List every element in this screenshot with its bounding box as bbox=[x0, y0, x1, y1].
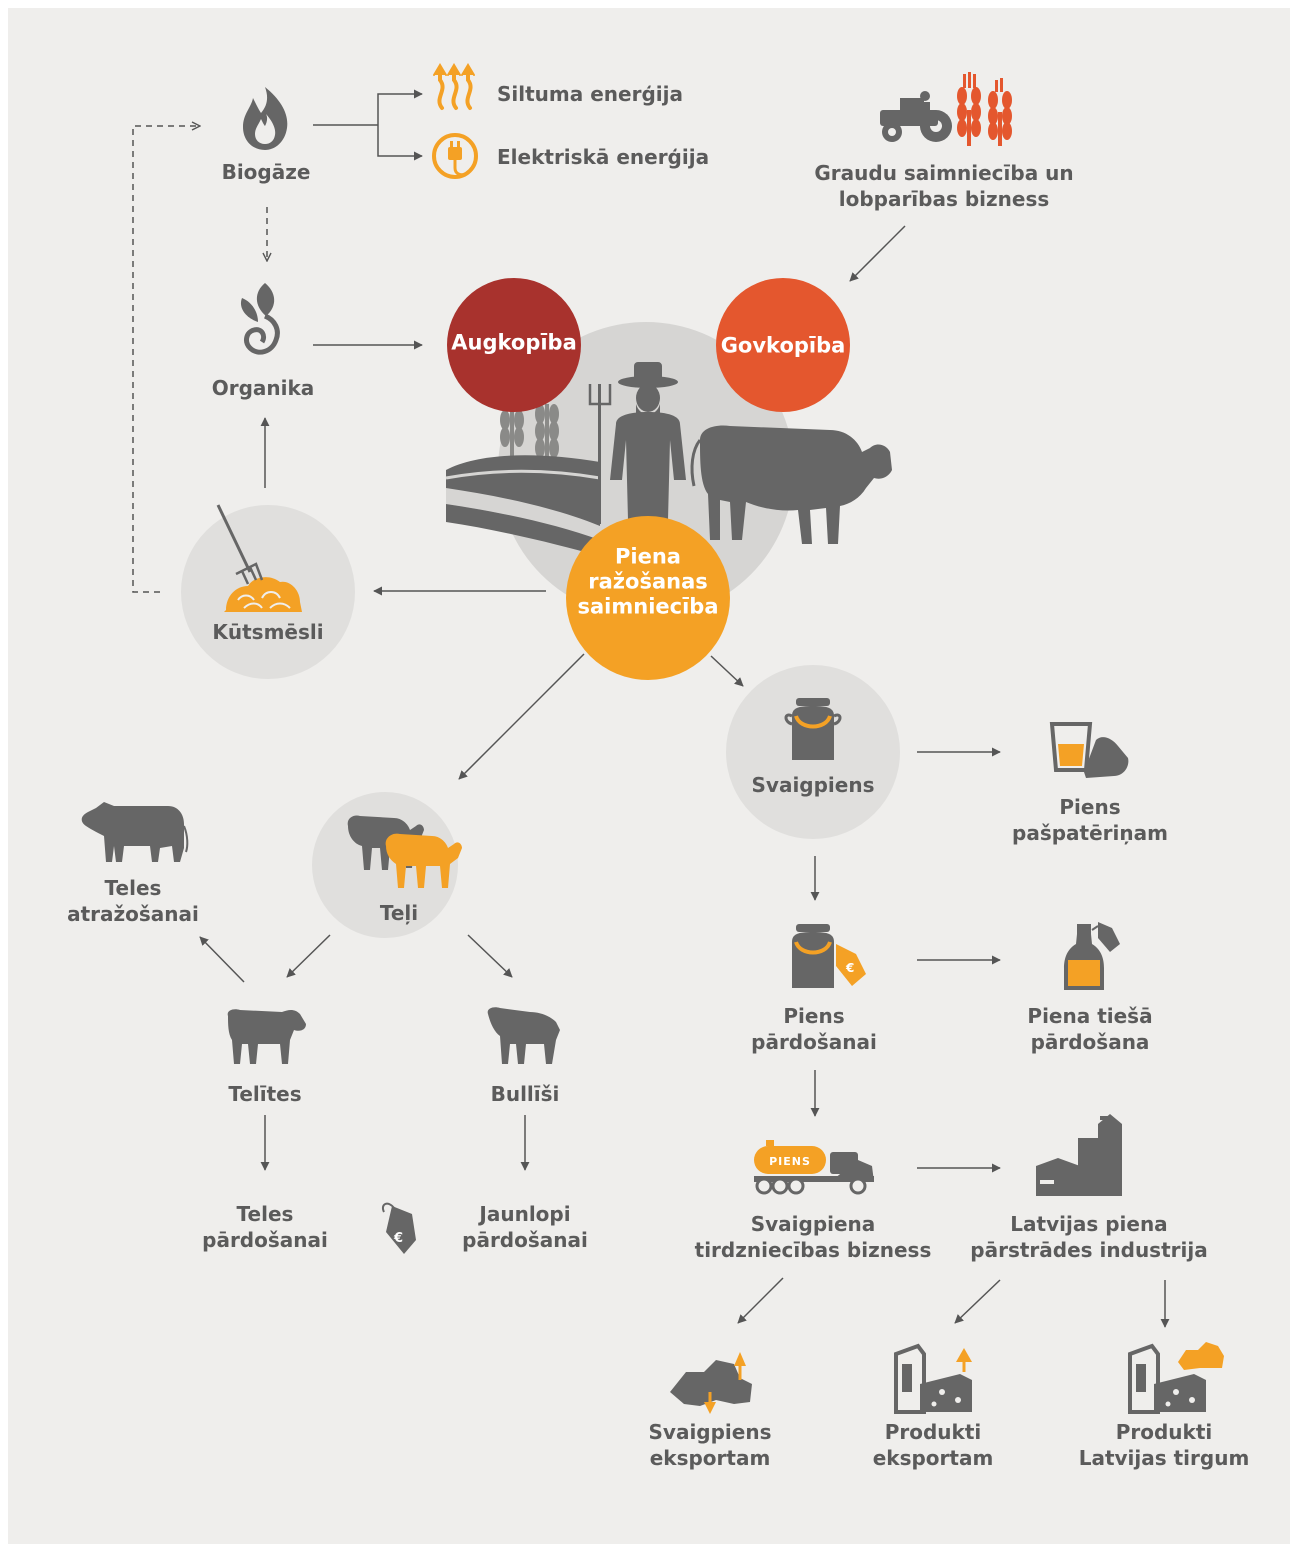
breeding-cow-icon bbox=[81, 802, 189, 862]
manure-pile-icon bbox=[216, 504, 302, 612]
arrow-to-electric bbox=[377, 125, 423, 161]
arrow-to-heat bbox=[377, 89, 423, 125]
connectors bbox=[132, 89, 1170, 1328]
crop-hub-circle bbox=[447, 278, 581, 412]
bulls-label: Bullīši bbox=[490, 1082, 560, 1106]
cattle-hub-circle bbox=[716, 278, 850, 412]
diagram-panel: € PIENS bbox=[8, 8, 1290, 1544]
factory-icon bbox=[1036, 1114, 1122, 1196]
dairy-farm-hub-circle bbox=[566, 516, 730, 680]
plug-icon bbox=[432, 133, 478, 179]
biogas-label: Biogāze bbox=[221, 160, 311, 184]
milk-can-icon bbox=[784, 698, 842, 760]
heifer-icon bbox=[227, 1009, 306, 1064]
milk-bottle-icon bbox=[1064, 922, 1120, 990]
organic-label: Organika bbox=[211, 376, 315, 400]
milk-truck-icon: PIENS bbox=[754, 1140, 874, 1195]
arrow-industry-to-productexport bbox=[954, 1279, 1001, 1324]
products-local-icon bbox=[1128, 1342, 1224, 1414]
field-wheat-icon bbox=[500, 404, 559, 470]
arrow-calves-to-heifers bbox=[286, 934, 331, 978]
wheat-icon bbox=[957, 72, 1012, 146]
latvia-map-export-icon bbox=[670, 1352, 752, 1414]
calves-icon bbox=[347, 815, 462, 888]
arrow-grain-to-cattle bbox=[849, 225, 906, 282]
truck-label: PIENS bbox=[769, 1155, 811, 1168]
sprout-icon bbox=[240, 283, 280, 355]
manure-label: Kūtsmēsli bbox=[212, 620, 324, 644]
heat-icon bbox=[433, 63, 475, 110]
bull-calf-icon bbox=[487, 1007, 560, 1064]
fields-icon bbox=[445, 455, 601, 556]
svg-text:€: € bbox=[845, 961, 854, 975]
heifers-label: Telītes bbox=[228, 1082, 302, 1106]
svg-text:€: € bbox=[393, 1231, 403, 1246]
diagram-canvas: € PIENS bbox=[81, 63, 1224, 1414]
electric-energy-label: Elektriskā enerģija bbox=[497, 145, 710, 169]
raw-milk-label: Svaigpiens bbox=[751, 773, 875, 797]
dashed-manure-to-biogas bbox=[132, 126, 200, 593]
arrow-farm-to-rawmilk bbox=[710, 655, 744, 687]
arrow-calves-to-bulls bbox=[467, 934, 513, 978]
flame-icon bbox=[243, 87, 288, 150]
milk-glass-hand-icon bbox=[1049, 722, 1129, 778]
arrow-trade-to-rawexport bbox=[737, 1277, 784, 1324]
tractor-icon bbox=[880, 91, 952, 142]
milk-can-tag-icon: € bbox=[792, 924, 866, 988]
heat-energy-label: Siltuma enerģija bbox=[497, 82, 683, 106]
dairy-cow-icon bbox=[690, 425, 892, 544]
cattle-hub-label: Govkopība bbox=[720, 333, 846, 358]
crop-hub-label: Augkopība bbox=[451, 330, 577, 355]
arrow-farm-to-calves bbox=[458, 653, 585, 780]
euro-price-tag-icon: € bbox=[382, 1202, 416, 1254]
arrow-heifers-to-breeding bbox=[199, 936, 245, 983]
calves-label: Teļi bbox=[379, 901, 419, 925]
products-export-icon bbox=[894, 1343, 972, 1414]
